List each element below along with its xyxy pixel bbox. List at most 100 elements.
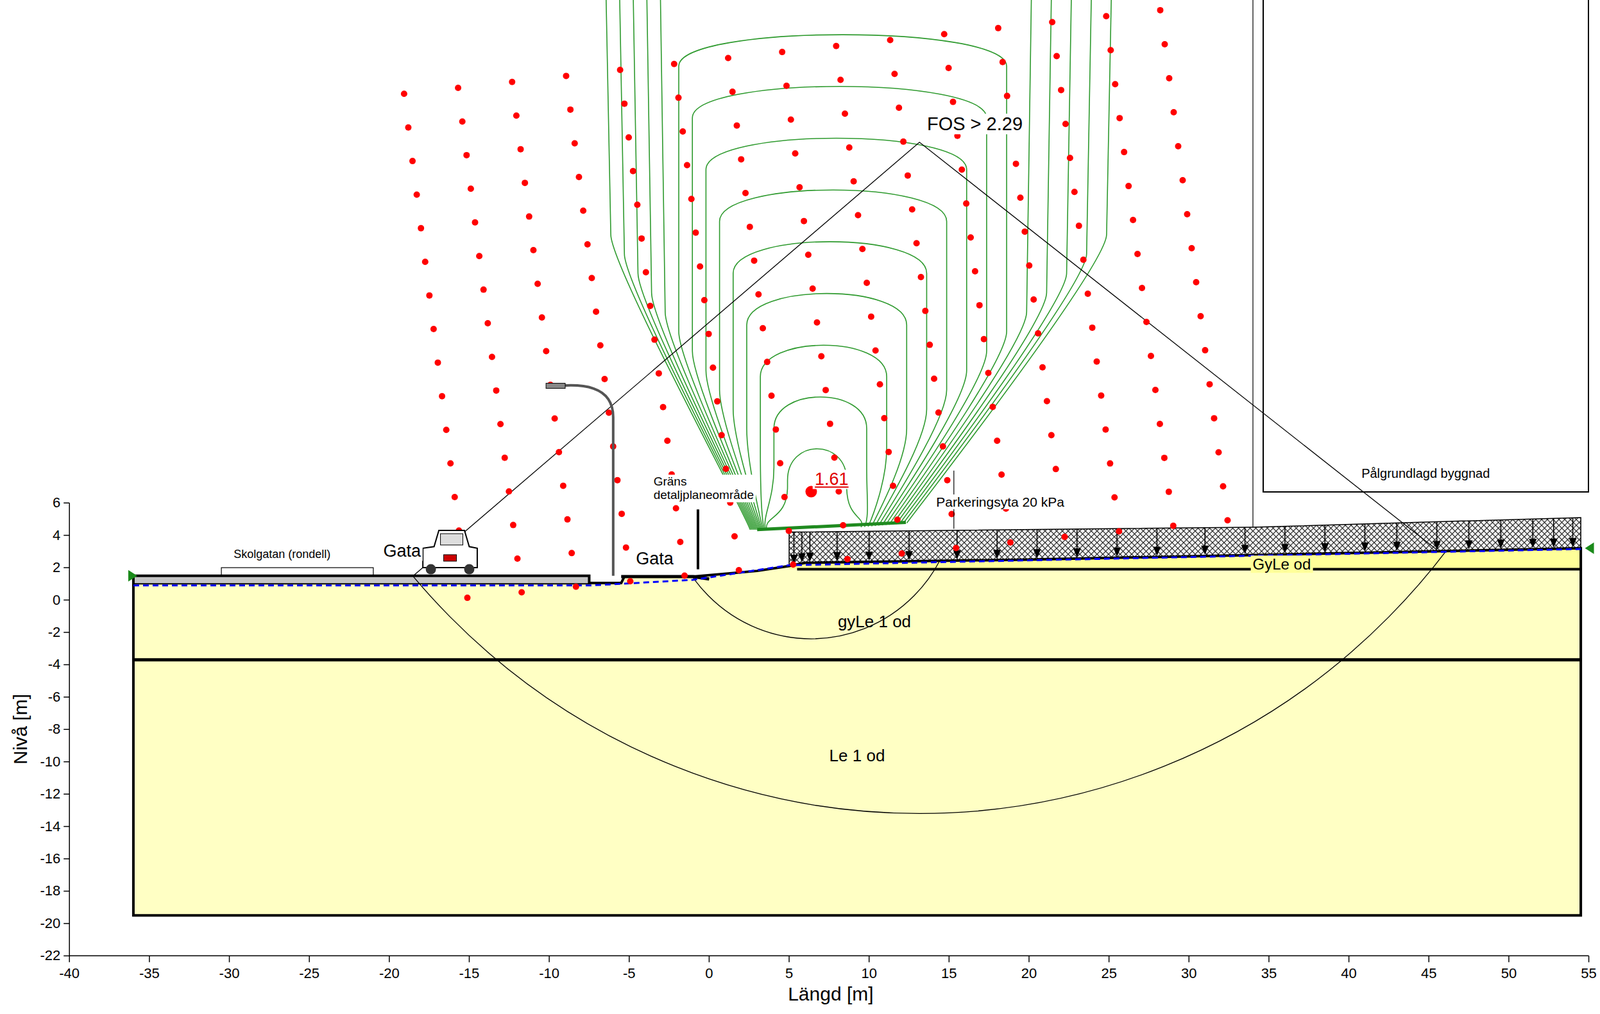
fos-contour (764, 397, 868, 530)
grid-point (895, 104, 903, 111)
grid-point (517, 146, 525, 153)
load-arrow (1528, 538, 1537, 548)
tick-label: -18 (39, 883, 61, 900)
load-arrow (1204, 527, 1206, 549)
grid-point (1106, 460, 1114, 468)
grid-point (980, 336, 988, 343)
street-label: Gata (633, 549, 676, 570)
plan-boundary-line (696, 509, 700, 570)
illustration (63, 0, 1594, 963)
layer-label: GyLe od (1251, 555, 1314, 574)
axes (63, 502, 1589, 963)
load-arrow (809, 531, 811, 555)
load-arrow (1553, 518, 1555, 542)
grid-point (817, 352, 825, 360)
grid-point (1161, 41, 1169, 48)
grid-point (647, 302, 654, 310)
load-arrow (1113, 547, 1121, 557)
grid-point (783, 82, 790, 90)
tick-label: 35 (1261, 966, 1277, 983)
grid-point (626, 578, 634, 585)
fos-contour (646, 0, 1052, 530)
grid-point (1179, 177, 1187, 184)
grid-point (622, 544, 630, 552)
grid-point (805, 251, 812, 258)
tick-label: -20 (39, 915, 61, 932)
grid-point (508, 78, 516, 86)
grid-point (1004, 93, 1011, 100)
grid-point (1143, 318, 1150, 326)
tick-label: -2 (48, 624, 61, 641)
fos-contour (746, 293, 907, 530)
grid-point (1052, 465, 1060, 473)
grid-point (809, 285, 817, 292)
load-arrow (1532, 519, 1534, 542)
grid-point (1075, 222, 1083, 230)
surcharge-load (789, 517, 1581, 567)
grid-point (1129, 216, 1137, 224)
tick-label: -8 (48, 721, 61, 738)
grid-point (1111, 80, 1119, 88)
tick-label: -10 (538, 966, 560, 983)
entry-range (757, 522, 906, 530)
grid-point (618, 510, 625, 518)
tick-label: 30 (1181, 966, 1197, 983)
grid-point (534, 280, 541, 288)
grid-point (1102, 426, 1109, 434)
grid-point (488, 353, 496, 360)
tick-label: 0 (705, 966, 713, 983)
street-label: Gata (633, 549, 676, 570)
tick-label: -35 (139, 966, 160, 983)
layer-label: GyLe od (1251, 555, 1314, 573)
tick-label: 0 (52, 592, 61, 609)
grid-point (958, 166, 965, 174)
grid-point (679, 128, 686, 135)
radius-lines (413, 142, 1438, 577)
grid-point (409, 157, 416, 165)
tick-label: -25 (298, 966, 320, 983)
load-arrow (1076, 529, 1078, 552)
tick-label: 40 (1340, 966, 1357, 983)
grid-point (1219, 483, 1226, 490)
grid-point (1210, 415, 1218, 422)
grid-point (463, 594, 471, 602)
layer-label: Le 1 od (829, 746, 886, 766)
grid-point (1080, 256, 1087, 264)
grid-point (724, 54, 732, 61)
grid-point (459, 118, 466, 125)
grid-point (518, 588, 525, 596)
grid-point (675, 94, 682, 101)
grid-point (471, 219, 478, 226)
grid-point (904, 172, 911, 179)
grid-point (1097, 392, 1105, 400)
grid-point (835, 488, 842, 495)
grid-point (1089, 324, 1096, 332)
grid-point (484, 320, 491, 327)
grid-point (1012, 160, 1020, 167)
grid-point (514, 555, 521, 562)
grid-point (1053, 52, 1060, 60)
grid-point (995, 25, 1002, 32)
fos-contour (692, 86, 987, 530)
grid-point (909, 205, 916, 213)
tick-label: 2 (52, 559, 61, 576)
grid-point (880, 415, 888, 422)
layer-label: gyLe 1 od (837, 612, 911, 632)
tick-label: 15 (941, 966, 957, 983)
grid-point (571, 139, 579, 147)
grid-point (400, 90, 408, 97)
fos-contour (660, 0, 1031, 530)
grid-point (714, 398, 721, 405)
fos-contour (760, 345, 887, 530)
tick-label: -4 (48, 656, 61, 673)
grid-point (872, 347, 879, 355)
grid-point (463, 152, 470, 159)
tick-label: -14 (39, 818, 61, 835)
load-arrow (1361, 542, 1370, 552)
grid-point (480, 286, 487, 294)
layer-boundary (133, 658, 1581, 662)
load-arrow (868, 531, 870, 555)
grid-point (772, 426, 779, 434)
boundary-marker (128, 570, 138, 582)
boundary-label: Gräns detaljplaneområde (651, 474, 756, 503)
